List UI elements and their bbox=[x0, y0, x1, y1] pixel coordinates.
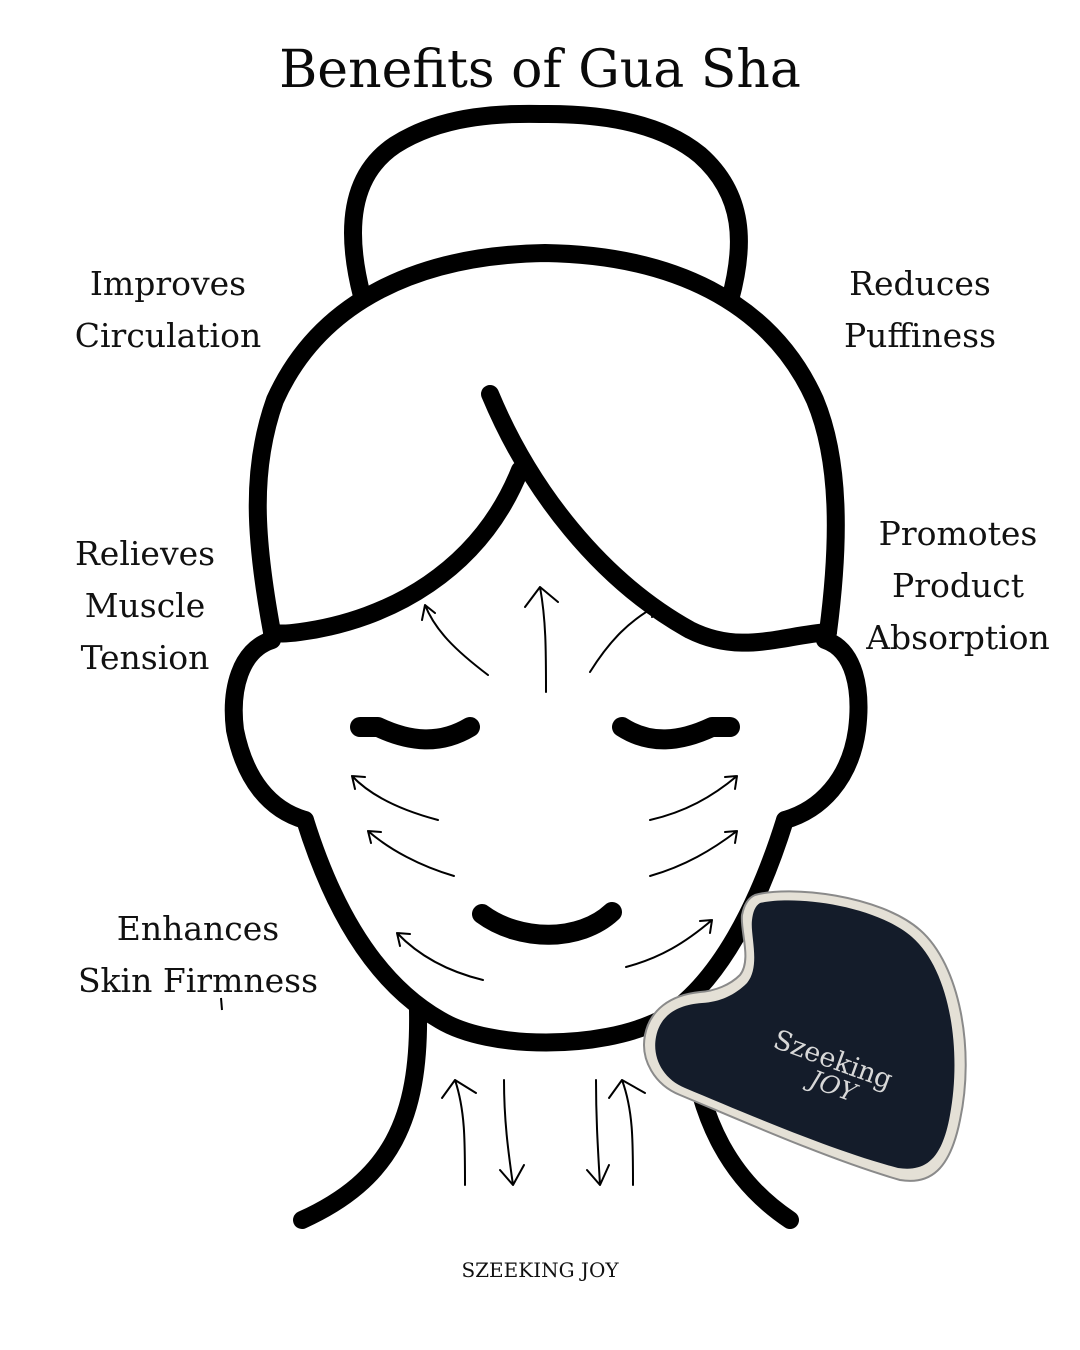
benefit-line: Improves bbox=[89, 264, 247, 303]
benefit-line: Tension bbox=[80, 638, 210, 677]
benefit-reduces-puffiness: Reduces Puffiness bbox=[820, 258, 1020, 362]
hair-part-left bbox=[263, 461, 529, 643]
right-eye bbox=[612, 717, 740, 750]
arrow-icon bbox=[524, 586, 559, 693]
benefit-line: Enhances bbox=[116, 909, 280, 948]
benefit-relieves-muscle-tension: Relieves Muscle Tension bbox=[50, 528, 240, 684]
benefit-promotes-product-absorption: Promotes Product Absorption bbox=[858, 508, 1058, 664]
arrow-icon bbox=[351, 775, 439, 821]
arrow-icon bbox=[499, 1079, 525, 1186]
right-ear bbox=[776, 631, 868, 829]
neck-left bbox=[293, 1001, 428, 1229]
benefit-improves-circulation: Improves Circulation bbox=[58, 258, 278, 362]
hair-bun bbox=[344, 104, 748, 309]
arrow-icon bbox=[625, 919, 713, 968]
arrow-icon bbox=[421, 604, 489, 676]
arrow-icon bbox=[649, 775, 738, 821]
benefit-line: Muscle bbox=[84, 586, 206, 625]
benefit-line: Product bbox=[892, 566, 1024, 605]
gua-sha-tool: Szeeking JOY bbox=[643, 890, 967, 1182]
mouth bbox=[472, 902, 622, 945]
arrow-icon bbox=[589, 603, 659, 673]
benefit-line: Puffiness bbox=[843, 316, 997, 355]
stray-mark bbox=[220, 997, 223, 1011]
arrow-icon bbox=[441, 1079, 477, 1186]
benefit-enhances-skin-firmness: Enhances Skin Firmness bbox=[66, 903, 330, 1007]
page-title: Benefits of Gua Sha bbox=[279, 40, 801, 100]
benefit-line: Absorption bbox=[866, 618, 1050, 657]
benefit-line: Circulation bbox=[74, 316, 262, 355]
benefit-line: Relieves bbox=[74, 534, 216, 573]
benefit-line: Reduces bbox=[849, 264, 991, 303]
arrow-icon bbox=[396, 932, 484, 981]
arrows bbox=[351, 586, 738, 1186]
jaw-line bbox=[296, 811, 794, 1052]
benefit-line: Promotes bbox=[878, 514, 1038, 553]
left-ear bbox=[224, 631, 314, 829]
benefit-line: Skin Firmness bbox=[77, 961, 319, 1000]
arrow-icon bbox=[649, 830, 738, 877]
arrow-icon bbox=[586, 1079, 610, 1186]
footer-brand: SZEEKING JOY bbox=[461, 1258, 619, 1282]
arrow-icon bbox=[367, 830, 455, 877]
arrow-icon bbox=[608, 1079, 646, 1186]
head-outline bbox=[248, 244, 845, 641]
hair-part-right bbox=[481, 385, 837, 652]
left-eye bbox=[350, 717, 480, 750]
